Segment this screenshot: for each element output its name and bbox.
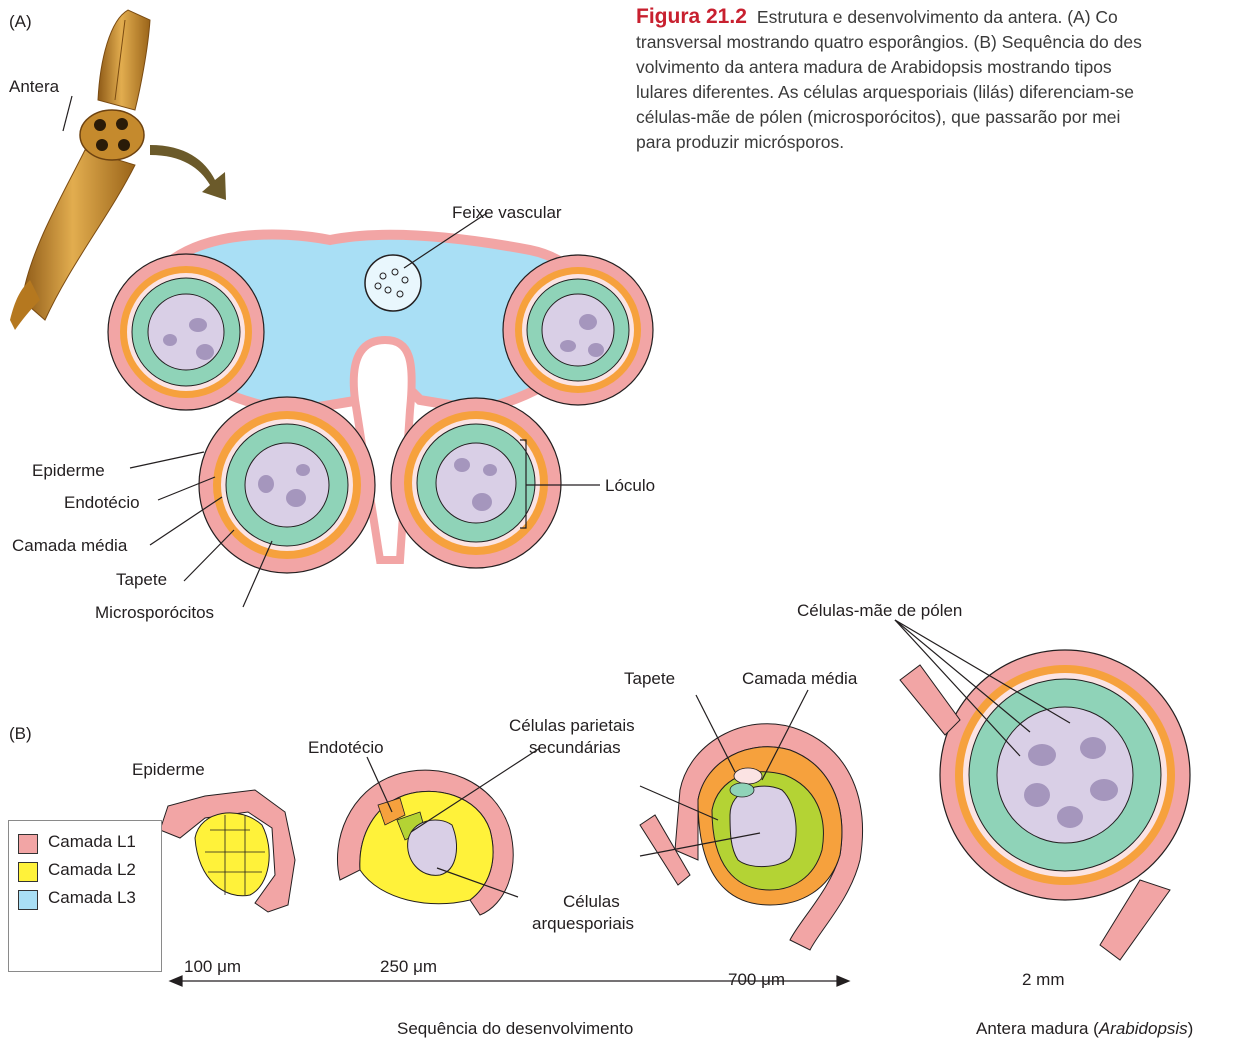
caption-line-5: células-mãe de pólen (microsporócitos), … (636, 105, 1233, 130)
panel-b-label: (B) (9, 723, 32, 745)
panel-a-label: (A) (9, 11, 32, 33)
label-microsporocitos: Microsporócitos (95, 602, 214, 624)
label-epiderme-b: Epiderme (132, 759, 205, 781)
caption-line-4: lulares diferentes. As células arquespor… (636, 80, 1233, 105)
sequence-label: Sequência do desenvolvimento (397, 1018, 633, 1040)
label-endotecio-b: Endotécio (308, 737, 384, 759)
scale-2mm: 2 mm (1022, 969, 1065, 991)
stage-100um (160, 790, 295, 912)
legend: Camada L1 Camada L2 Camada L3 (8, 820, 162, 972)
label-endotecio-a: Endotécio (64, 492, 140, 514)
scale-700um: 700 μm (728, 969, 785, 991)
label-camada-media-a: Camada média (12, 535, 127, 557)
legend-label-l2: Camada L2 (48, 860, 136, 880)
legend-swatch-l2 (18, 862, 38, 882)
legend-swatch-l1 (18, 834, 38, 854)
label-camada-media-b: Camada média (742, 668, 857, 690)
label-feixe-vascular: Feixe vascular (452, 202, 562, 224)
label-tapete-a: Tapete (116, 569, 167, 591)
stage-250um (337, 770, 513, 915)
stage-700um (640, 724, 863, 950)
species-name: Arabidopsis (1099, 1019, 1188, 1038)
mature-anther-label: Antera madura (Arabidopsis) (976, 1018, 1193, 1040)
figure-number: Figura 21.2 (636, 5, 747, 28)
sporangium-bottom-right (391, 398, 561, 568)
label-epiderme-a: Epiderme (32, 460, 105, 482)
caption-line-2: transversal mostrando quatro esporângios… (636, 30, 1233, 55)
label-arquesporiais-2: arquesporiais (532, 913, 634, 935)
mature-anther (900, 650, 1190, 960)
legend-label-l1: Camada L1 (48, 832, 136, 852)
caption-line-3: volvimento da antera madura de Arabidops… (636, 55, 1233, 80)
label-tapete-b: Tapete (624, 668, 675, 690)
sporangium-top-right (503, 255, 653, 405)
label-arquesporiais-1: Células (563, 891, 620, 913)
sporangium-bottom-left (199, 397, 375, 573)
legend-swatch-l3 (18, 890, 38, 910)
label-parietais-1: Células parietais (509, 715, 635, 737)
vascular-bundle (365, 255, 421, 311)
scale-100um: 100 μm (184, 956, 241, 978)
caption-line-6: para produzir micrósporos. (636, 130, 1233, 155)
label-loculo: Lóculo (605, 475, 655, 497)
label-parietais-2: secundárias (529, 737, 621, 759)
sporangium-top-left (108, 254, 264, 410)
label-celulas-mae: Células-mãe de pólen (797, 600, 962, 622)
legend-label-l3: Camada L3 (48, 888, 136, 908)
scale-250um: 250 μm (380, 956, 437, 978)
label-antera: Antera (9, 76, 59, 98)
